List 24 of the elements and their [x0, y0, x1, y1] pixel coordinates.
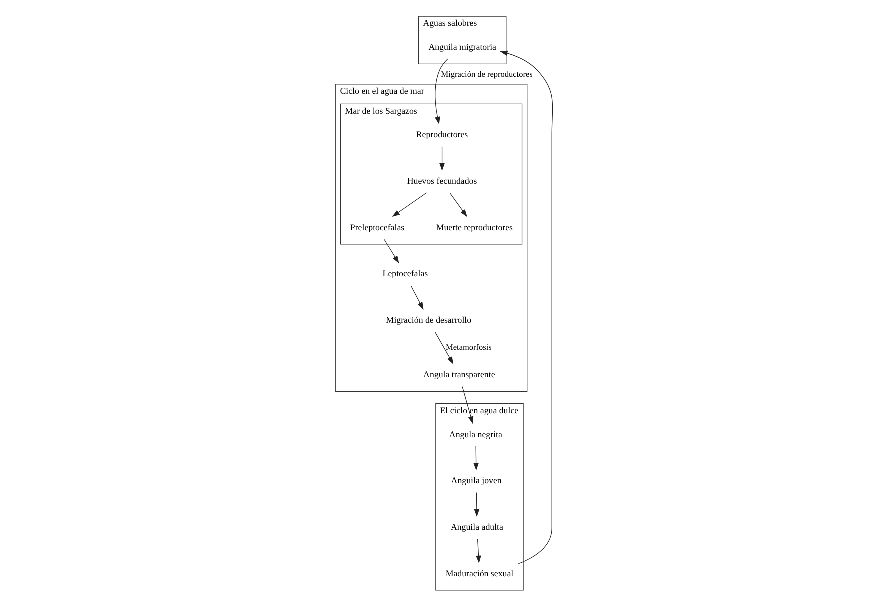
- arrow: [410, 286, 424, 310]
- arrow: [474, 446, 479, 471]
- node-text: Migración de desarrollo: [386, 314, 472, 325]
- node-text: Anguila migratoria: [428, 42, 496, 52]
- node-text: Anguila adulta: [450, 522, 504, 532]
- node-text: Angula negrita: [449, 429, 502, 440]
- arrow: [476, 538, 482, 564]
- node-text: Reproductores: [416, 130, 468, 140]
- arrow: [435, 58, 448, 125]
- arrow: [384, 239, 400, 264]
- arrow: [434, 332, 454, 365]
- arrow: [500, 50, 554, 564]
- node-text: Angula transparente: [424, 370, 496, 380]
- arrow: [474, 492, 480, 518]
- arrow: [450, 192, 468, 218]
- node-text: Anguila joven: [451, 476, 502, 486]
- node-text: Huevos fecundados: [407, 176, 478, 186]
- arrow: [392, 192, 428, 217]
- node-text: Leptocefalas: [382, 268, 428, 279]
- arrow: [462, 386, 474, 424]
- arrow: [440, 146, 445, 172]
- node-text: Preleptocefalas: [350, 222, 405, 232]
- node-text: Maduración sexual: [446, 568, 514, 578]
- node-text: Muerte reproductores: [436, 222, 513, 232]
